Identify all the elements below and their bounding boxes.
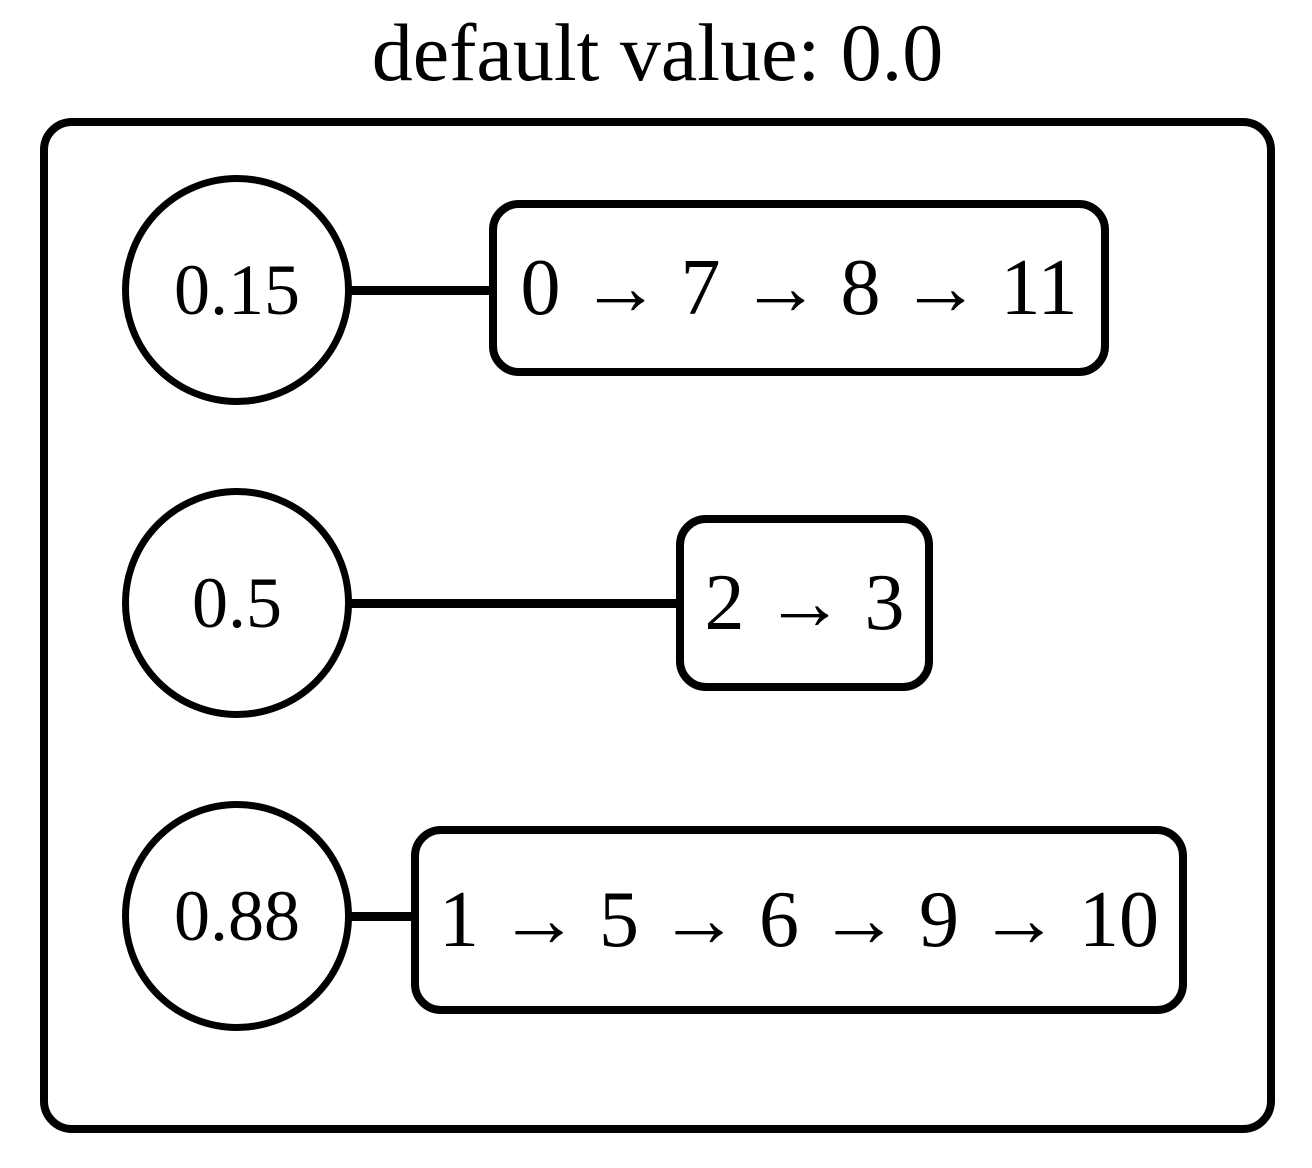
- sequence-label: 1 → 5 → 6 → 9 → 10: [439, 875, 1159, 964]
- value-label: 0.88: [174, 875, 300, 956]
- connector-line: [343, 599, 683, 608]
- sequence-box: 1 → 5 → 6 → 9 → 10: [411, 826, 1187, 1014]
- sequence-label: 0 → 7 → 8 → 11: [520, 243, 1078, 332]
- sequence-label: 2 → 3: [704, 558, 905, 647]
- connector-line: [343, 286, 498, 295]
- sequence-box: 2 → 3: [676, 515, 933, 691]
- value-circle: 0.5: [122, 488, 352, 718]
- diagram-title: default value: 0.0: [371, 7, 944, 98]
- sequence-box: 0 → 7 → 8 → 11: [489, 200, 1109, 376]
- value-label: 0.15: [174, 249, 300, 330]
- outer-container: 0.15 0 → 7 → 8 → 11 0.5 2 → 3 0.88 1 → 5…: [40, 118, 1275, 1133]
- value-label: 0.5: [192, 562, 282, 643]
- value-circle: 0.88: [122, 801, 352, 1031]
- connector-line: [343, 912, 418, 921]
- value-circle: 0.15: [122, 175, 352, 405]
